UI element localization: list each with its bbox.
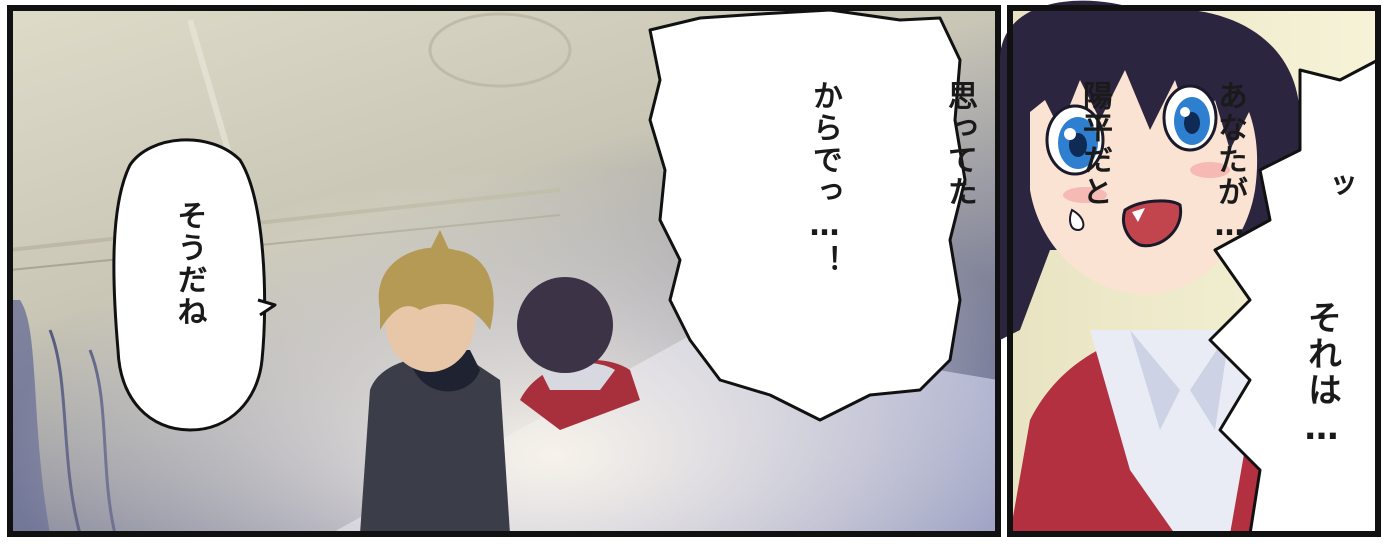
uniform-shirt bbox=[1090, 330, 1270, 534]
large-bubble-line-1: あなたが… bbox=[1212, 80, 1247, 245]
girl-bangs bbox=[1020, 24, 1272, 150]
large-bubble-line-3: 思ってた bbox=[942, 80, 977, 208]
left-panel-border bbox=[7, 5, 1001, 537]
left-panel bbox=[9, 8, 998, 535]
large-bubble-line-4: からでっ…！ bbox=[807, 80, 842, 277]
large-bubble-text: あなたが… 陽平だと 思ってた からでっ…！ bbox=[712, 80, 1342, 277]
right-panel bbox=[1000, 0, 1380, 536]
girl-eyes bbox=[1045, 84, 1218, 176]
large-bubble-line-2: 陽平だと bbox=[1077, 80, 1112, 208]
boy-jacket bbox=[360, 356, 510, 534]
girl-hair bbox=[517, 277, 613, 373]
exclaim-text: それは… bbox=[1301, 300, 1342, 450]
speech-bubble-small bbox=[112, 138, 277, 432]
sfx-text: ッ bbox=[1319, 170, 1355, 202]
small-bubble-text: そうだね bbox=[171, 200, 207, 328]
boy-hair bbox=[378, 247, 494, 330]
girl-figure bbox=[517, 277, 640, 430]
boy-figure bbox=[360, 230, 510, 534]
right-panel-border bbox=[1007, 5, 1381, 537]
speech-bubble-large bbox=[648, 8, 967, 422]
